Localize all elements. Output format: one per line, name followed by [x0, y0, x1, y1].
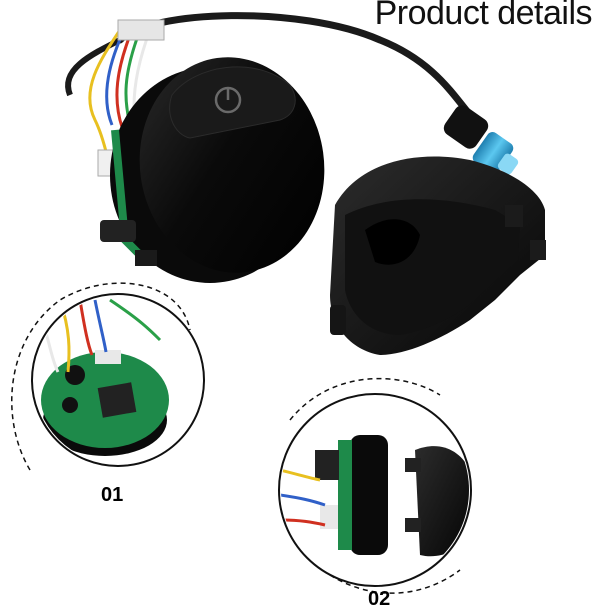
display-unit — [100, 57, 325, 283]
callout-label-01: 01 — [101, 484, 124, 506]
callout-01 — [11, 282, 205, 471]
callout-02 — [278, 377, 472, 594]
page-title: Product details — [374, 0, 593, 32]
power-icon[interactable] — [214, 86, 242, 114]
callout-label-02: 02 — [368, 588, 391, 610]
main-cable — [116, 12, 474, 119]
mount-clip — [100, 220, 136, 242]
wire-plug — [117, 19, 165, 41]
cable-connector — [443, 105, 519, 175]
cover-shell — [330, 156, 546, 355]
